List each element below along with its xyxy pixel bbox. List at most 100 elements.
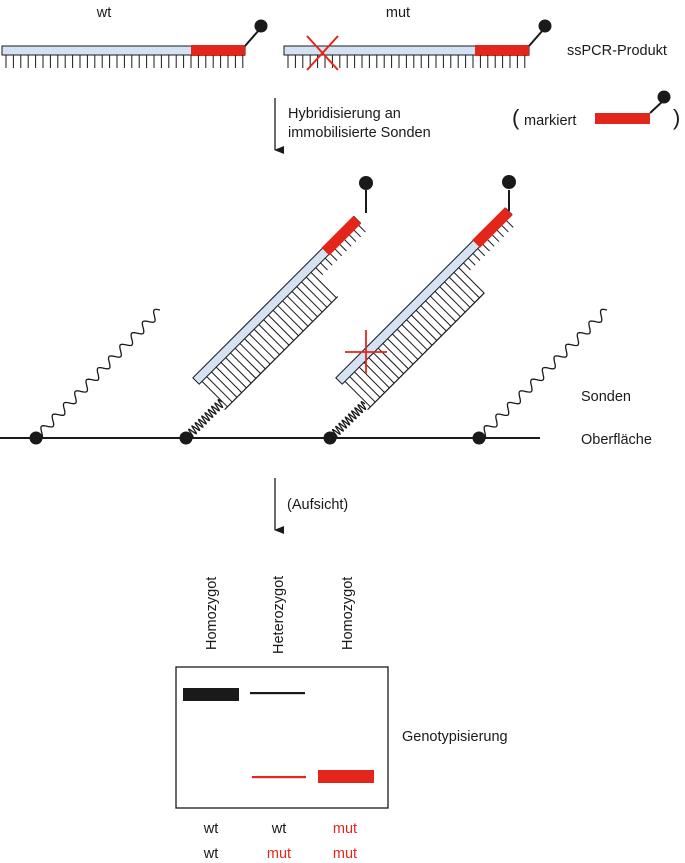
probe-backbone xyxy=(367,292,485,411)
probe-base-tick xyxy=(463,262,471,271)
hybridization-text-line1: Hybridisierung an xyxy=(288,106,401,122)
probe-base-tick xyxy=(420,305,447,332)
probe-base-tick xyxy=(244,338,271,365)
probe-anchor-1 xyxy=(29,431,43,445)
lane-1-allele-2: wt xyxy=(203,846,219,862)
probe-base-tick xyxy=(415,309,442,337)
mut-product-label: mut xyxy=(386,5,410,21)
probe-base-tick xyxy=(439,286,466,313)
hybrid-mut-red-segment xyxy=(472,207,513,248)
mismatch-cross-mark xyxy=(345,330,387,374)
mutation-cross-mark xyxy=(306,35,339,71)
probe-base-tick xyxy=(277,305,304,332)
wt-label-stem xyxy=(244,29,260,47)
probe-base-tick xyxy=(296,286,323,313)
top-view-text: (Aufsicht) xyxy=(287,497,348,513)
probe-base-tick xyxy=(301,281,328,308)
probe-base-tick xyxy=(429,295,457,322)
surface-label: Oberfläche xyxy=(581,432,652,448)
hybrid-complex-mut xyxy=(335,207,514,411)
probe-base-tick xyxy=(353,229,362,238)
probe-base-tick xyxy=(267,314,295,341)
probe-base-tick xyxy=(258,324,285,351)
probe-base-tick xyxy=(348,234,357,242)
wt-label-ball xyxy=(254,19,268,33)
legend-red-segment xyxy=(595,113,650,124)
legend-stem xyxy=(649,100,664,114)
probe-base-tick xyxy=(458,267,485,294)
probe-base-tick xyxy=(310,272,337,299)
hybridization-text-line2: immobilisierte Sonden xyxy=(288,125,431,141)
probe-base-tick xyxy=(201,381,228,408)
probe-base-tick xyxy=(305,276,333,303)
mut-strand-bases xyxy=(287,55,526,68)
probe-anchor-3 xyxy=(323,431,337,445)
mut-pcr-product xyxy=(283,19,552,71)
probe-base-tick xyxy=(387,338,414,365)
free-probe-1 xyxy=(35,308,161,440)
probe-base-tick xyxy=(448,276,476,303)
free-probe-4 xyxy=(478,308,608,440)
wt-pcr-product xyxy=(1,19,268,68)
probe-base-tick xyxy=(392,333,419,360)
array-readout-box xyxy=(175,666,389,809)
lane-1-allele-1: wt xyxy=(203,821,219,837)
lane-2-allele-2: mut xyxy=(267,846,291,862)
probe-base-tick xyxy=(215,366,243,393)
probe-base-tick xyxy=(453,272,480,299)
probe-base-tick xyxy=(282,300,309,327)
lane-1-header: Homozygot xyxy=(204,577,220,650)
probe-base-tick xyxy=(444,281,471,308)
mut-label-ball xyxy=(538,19,552,33)
probes-label: Sonden xyxy=(581,389,631,405)
probe-base-tick xyxy=(230,352,257,379)
probe-base-tick xyxy=(358,366,386,393)
probe-tail-2 xyxy=(184,399,224,441)
sspcr-product-label: ssPCR-Produkt xyxy=(567,43,667,59)
probe-base-tick xyxy=(401,324,428,351)
probe-base-tick xyxy=(211,371,238,398)
probe-base-tick xyxy=(343,238,352,247)
probe-base-tick xyxy=(467,257,476,266)
wt-strand-bases xyxy=(5,55,244,68)
legend-close-paren: ) xyxy=(673,105,680,130)
probe-base-tick xyxy=(425,300,452,327)
lane-1-wt-spot-strong xyxy=(183,688,239,701)
hybrid-wt-red-segment xyxy=(321,215,362,256)
hybrid-mut-ball xyxy=(502,175,516,189)
lane-3-header: Homozygot xyxy=(340,577,356,650)
wt-product-label: wt xyxy=(96,5,112,21)
lane-2-allele-1: wt xyxy=(271,821,287,837)
immobilized-probes xyxy=(35,308,608,441)
mut-label-stem xyxy=(528,29,544,47)
probe-base-tick xyxy=(505,219,514,228)
probe-base-tick xyxy=(500,224,509,233)
probe-base-tick xyxy=(334,248,343,257)
probe-base-tick xyxy=(373,352,400,379)
legend-text: markiert xyxy=(524,113,576,129)
probe-base-tick xyxy=(286,295,314,322)
probe-base-tick xyxy=(477,248,486,257)
probe-tail-3 xyxy=(328,401,367,441)
probe-comb-wt xyxy=(201,224,366,411)
probe-base-tick xyxy=(434,290,461,318)
probe-base-tick xyxy=(225,357,252,384)
probe-anchor-2 xyxy=(179,431,193,445)
probe-base-tick xyxy=(406,319,433,346)
probe-base-tick xyxy=(220,362,247,389)
lane-3-allele-2: mut xyxy=(333,846,357,862)
probe-base-tick xyxy=(272,309,299,337)
probe-base-tick xyxy=(491,234,500,242)
probe-base-tick xyxy=(253,328,280,356)
probe-base-tick xyxy=(324,257,333,266)
legend-open-paren: ( xyxy=(512,105,520,130)
probe-base-tick xyxy=(239,343,266,370)
probe-base-tick xyxy=(315,267,324,276)
probe-base-tick xyxy=(410,314,438,341)
probe-base-tick xyxy=(368,357,395,384)
probe-base-tick xyxy=(363,362,390,389)
probe-base-tick xyxy=(357,224,366,233)
mut-red-label-segment xyxy=(475,45,529,56)
label-legend: ( markiert ) xyxy=(512,90,680,130)
